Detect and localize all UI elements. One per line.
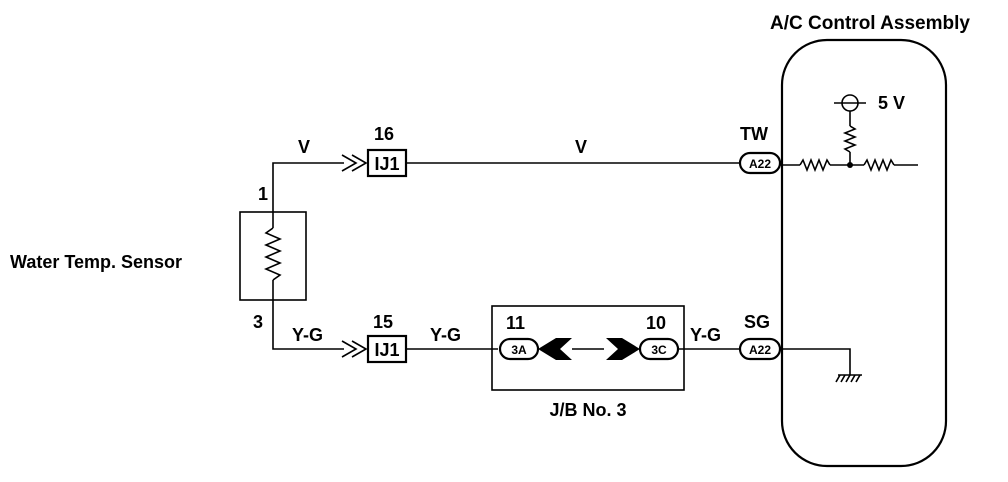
connector-arrow-icon	[351, 340, 368, 358]
wire-bottom-left-label: Y-G	[292, 325, 323, 345]
jb-3c-pin: 10	[646, 313, 666, 333]
a22-top-terminal: TW	[740, 124, 768, 144]
ac-control-assembly: A/C Control Assembly	[770, 13, 970, 468]
ground-icon	[835, 374, 862, 383]
wire-top-left-label: V	[298, 137, 310, 157]
jb-3c-label: 3C	[651, 343, 667, 357]
wire-bottom-mid-label: Y-G	[430, 325, 461, 345]
assembly-box	[780, 38, 948, 468]
wire-bottom: Y-G 15 IJ1 Y-G J/B No. 3 11 3A 10 3C Y-G…	[272, 300, 862, 420]
sensor-resistor-icon	[263, 227, 283, 281]
assembly-title: A/C Control Assembly	[770, 13, 970, 34]
ij1-top-pin: 16	[374, 124, 394, 144]
jb-3c-arrow-icon	[606, 338, 640, 360]
ground-wire	[780, 348, 851, 375]
sensor-pin-bottom: 3	[253, 312, 263, 332]
ij1-bottom-pin: 15	[373, 312, 393, 332]
internal-resistor-1-icon	[799, 157, 831, 173]
a22-top-connector	[738, 151, 782, 175]
internal-circuit: 5 V	[780, 93, 918, 173]
a22-top-label: A22	[749, 157, 771, 171]
junction-block-name: J/B No. 3	[549, 400, 626, 420]
jb-3a-pin: 11	[506, 313, 525, 333]
sensor-name: Water Temp. Sensor	[10, 252, 182, 272]
sensor-pin-top: 1	[258, 184, 268, 204]
a22-bottom-label: A22	[749, 343, 771, 357]
a22-bottom-terminal: SG	[744, 312, 770, 332]
wire-top: V 16 IJ1 V TW A22	[272, 124, 782, 212]
ij1-bottom-label: IJ1	[374, 340, 399, 360]
wire-bottom-right-label: Y-G	[690, 325, 721, 345]
supply-label: 5 V	[878, 93, 905, 113]
internal-resistor-2-icon	[863, 157, 895, 173]
jb-3a-arrow-icon	[538, 338, 572, 360]
water-temp-sensor: Water Temp. Sensor 1 3	[10, 184, 307, 332]
connector-arrow-icon	[341, 340, 358, 358]
pullup-resistor-icon	[842, 125, 858, 153]
connector-arrow-icon	[351, 154, 368, 172]
wire-top-left	[272, 162, 344, 212]
wire-bottom-left	[272, 300, 344, 350]
wire-top-mid-label: V	[575, 137, 587, 157]
connector-arrow-icon	[341, 154, 358, 172]
ij1-top-label: IJ1	[374, 154, 399, 174]
junction-block-box	[491, 305, 685, 391]
jb-3a-label: 3A	[511, 343, 527, 357]
